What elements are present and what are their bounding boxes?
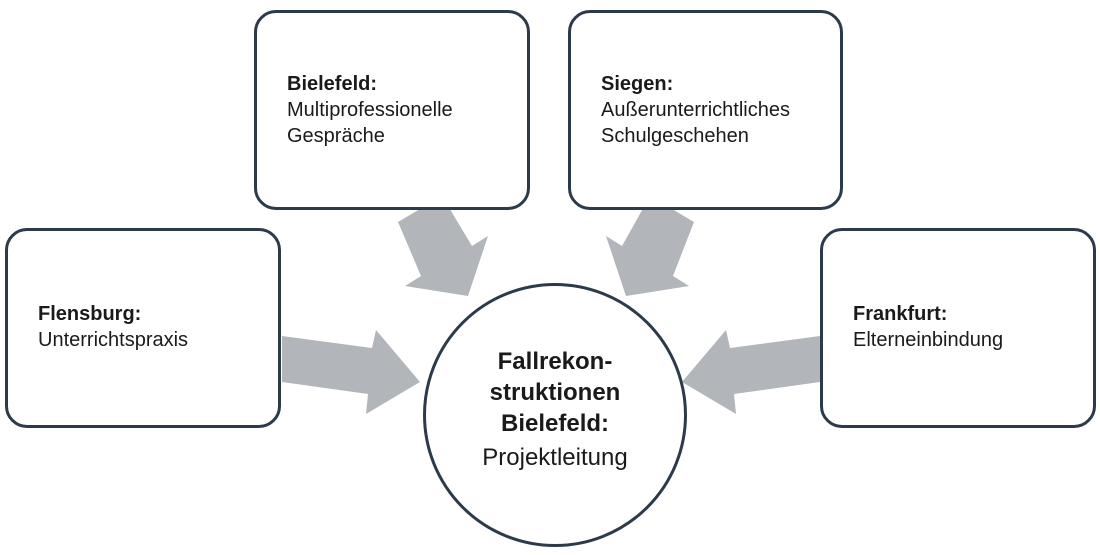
arrow-siegen <box>606 196 694 296</box>
box-frankfurt: Frankfurt: Elterneinbindung <box>820 228 1096 428</box>
arrow-bielefeld <box>398 196 488 296</box>
box-frankfurt-title: Frankfurt: <box>853 303 948 325</box>
box-bielefeld-line2: Gespräche <box>287 125 385 147</box>
arrow-flensburg <box>282 330 420 414</box>
center-desc: Projektleitung <box>482 444 628 471</box>
box-bielefeld-line1: Multiprofessionelle <box>287 99 453 121</box>
box-siegen-title: Siegen: <box>601 73 674 95</box>
box-flensburg-line1: Unterrichtspraxis <box>38 329 189 351</box>
box-frankfurt-line1: Elterneinbindung <box>853 329 1004 351</box>
box-bielefeld: Bielefeld: Multiprofessionelle Gespräche <box>254 10 530 210</box>
box-bielefeld-title: Bielefeld: <box>287 73 378 95</box>
arrow-frankfurt <box>682 330 820 414</box>
box-siegen-line2: Schulgeschehen <box>601 125 749 147</box>
box-flensburg-title: Flensburg: <box>38 303 142 325</box>
center-circle: Fallrekon- struktionen Bielefeld: Projek… <box>423 283 687 547</box>
box-siegen: Siegen: Außerunterrichtliches Schulgesch… <box>568 10 843 210</box>
box-siegen-line1: Außerunterrichtliches <box>601 99 790 121</box>
center-title-line1: Fallrekon- <box>497 348 613 375</box>
center-title-line2: struktionen <box>489 379 621 406</box>
box-flensburg: Flensburg: Unterrichtspraxis <box>5 228 281 428</box>
center-title-line3: Bielefeld: <box>500 410 610 437</box>
